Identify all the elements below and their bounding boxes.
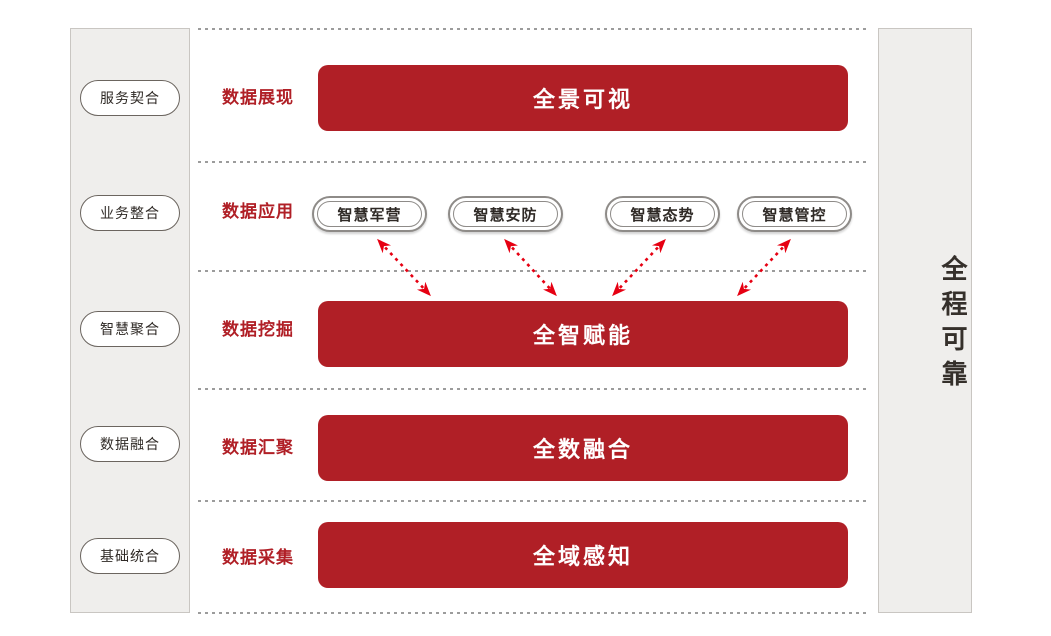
app-pill-smart-control: 智慧管控 <box>737 196 852 232</box>
app-pill-smart-situation: 智慧态势 <box>605 196 720 232</box>
double-arrow-icons <box>377 238 791 297</box>
double-arrow-icon <box>377 238 431 297</box>
banner-full-data-fusion: 全数融合 <box>318 415 848 481</box>
sidebar-item-service-fit: 服务契合 <box>80 80 180 116</box>
row-label-data-display: 数据展现 <box>222 88 294 107</box>
row-label-data-convergence: 数据汇聚 <box>222 438 294 457</box>
banner-full-intelligence: 全智赋能 <box>318 301 848 367</box>
sidebar-item-business-integration: 业务整合 <box>80 195 180 231</box>
divider <box>198 612 868 614</box>
row-label-data-application: 数据应用 <box>222 202 294 221</box>
divider <box>198 388 868 390</box>
app-pill-smart-barracks: 智慧军营 <box>312 196 427 232</box>
banner-full-domain-sensing: 全域感知 <box>318 522 848 588</box>
divider <box>198 28 868 30</box>
divider <box>198 500 868 502</box>
double-arrow-icon <box>737 238 791 297</box>
row-label-data-mining: 数据挖掘 <box>222 320 294 339</box>
right-assurance-panel <box>878 28 972 613</box>
app-pill-label: 智慧军营 <box>317 201 422 227</box>
app-pill-smart-security: 智慧安防 <box>448 196 563 232</box>
banner-panoramic-visibility: 全景可视 <box>318 65 848 131</box>
row-label-data-collection: 数据采集 <box>222 548 294 567</box>
sidebar-item-data-fusion: 数据融合 <box>80 426 180 462</box>
app-pill-label: 智慧态势 <box>610 201 715 227</box>
sidebar-item-base-unification: 基础统合 <box>80 538 180 574</box>
divider <box>198 161 868 163</box>
sidebar-item-wisdom-aggregation: 智慧聚合 <box>80 311 180 347</box>
app-pill-label: 智慧安防 <box>453 201 558 227</box>
app-pill-label: 智慧管控 <box>742 201 847 227</box>
double-arrow-icon <box>504 238 557 297</box>
vertical-label-full-process-reliability: 全程可靠 <box>938 255 968 395</box>
double-arrow-icon <box>612 238 666 297</box>
